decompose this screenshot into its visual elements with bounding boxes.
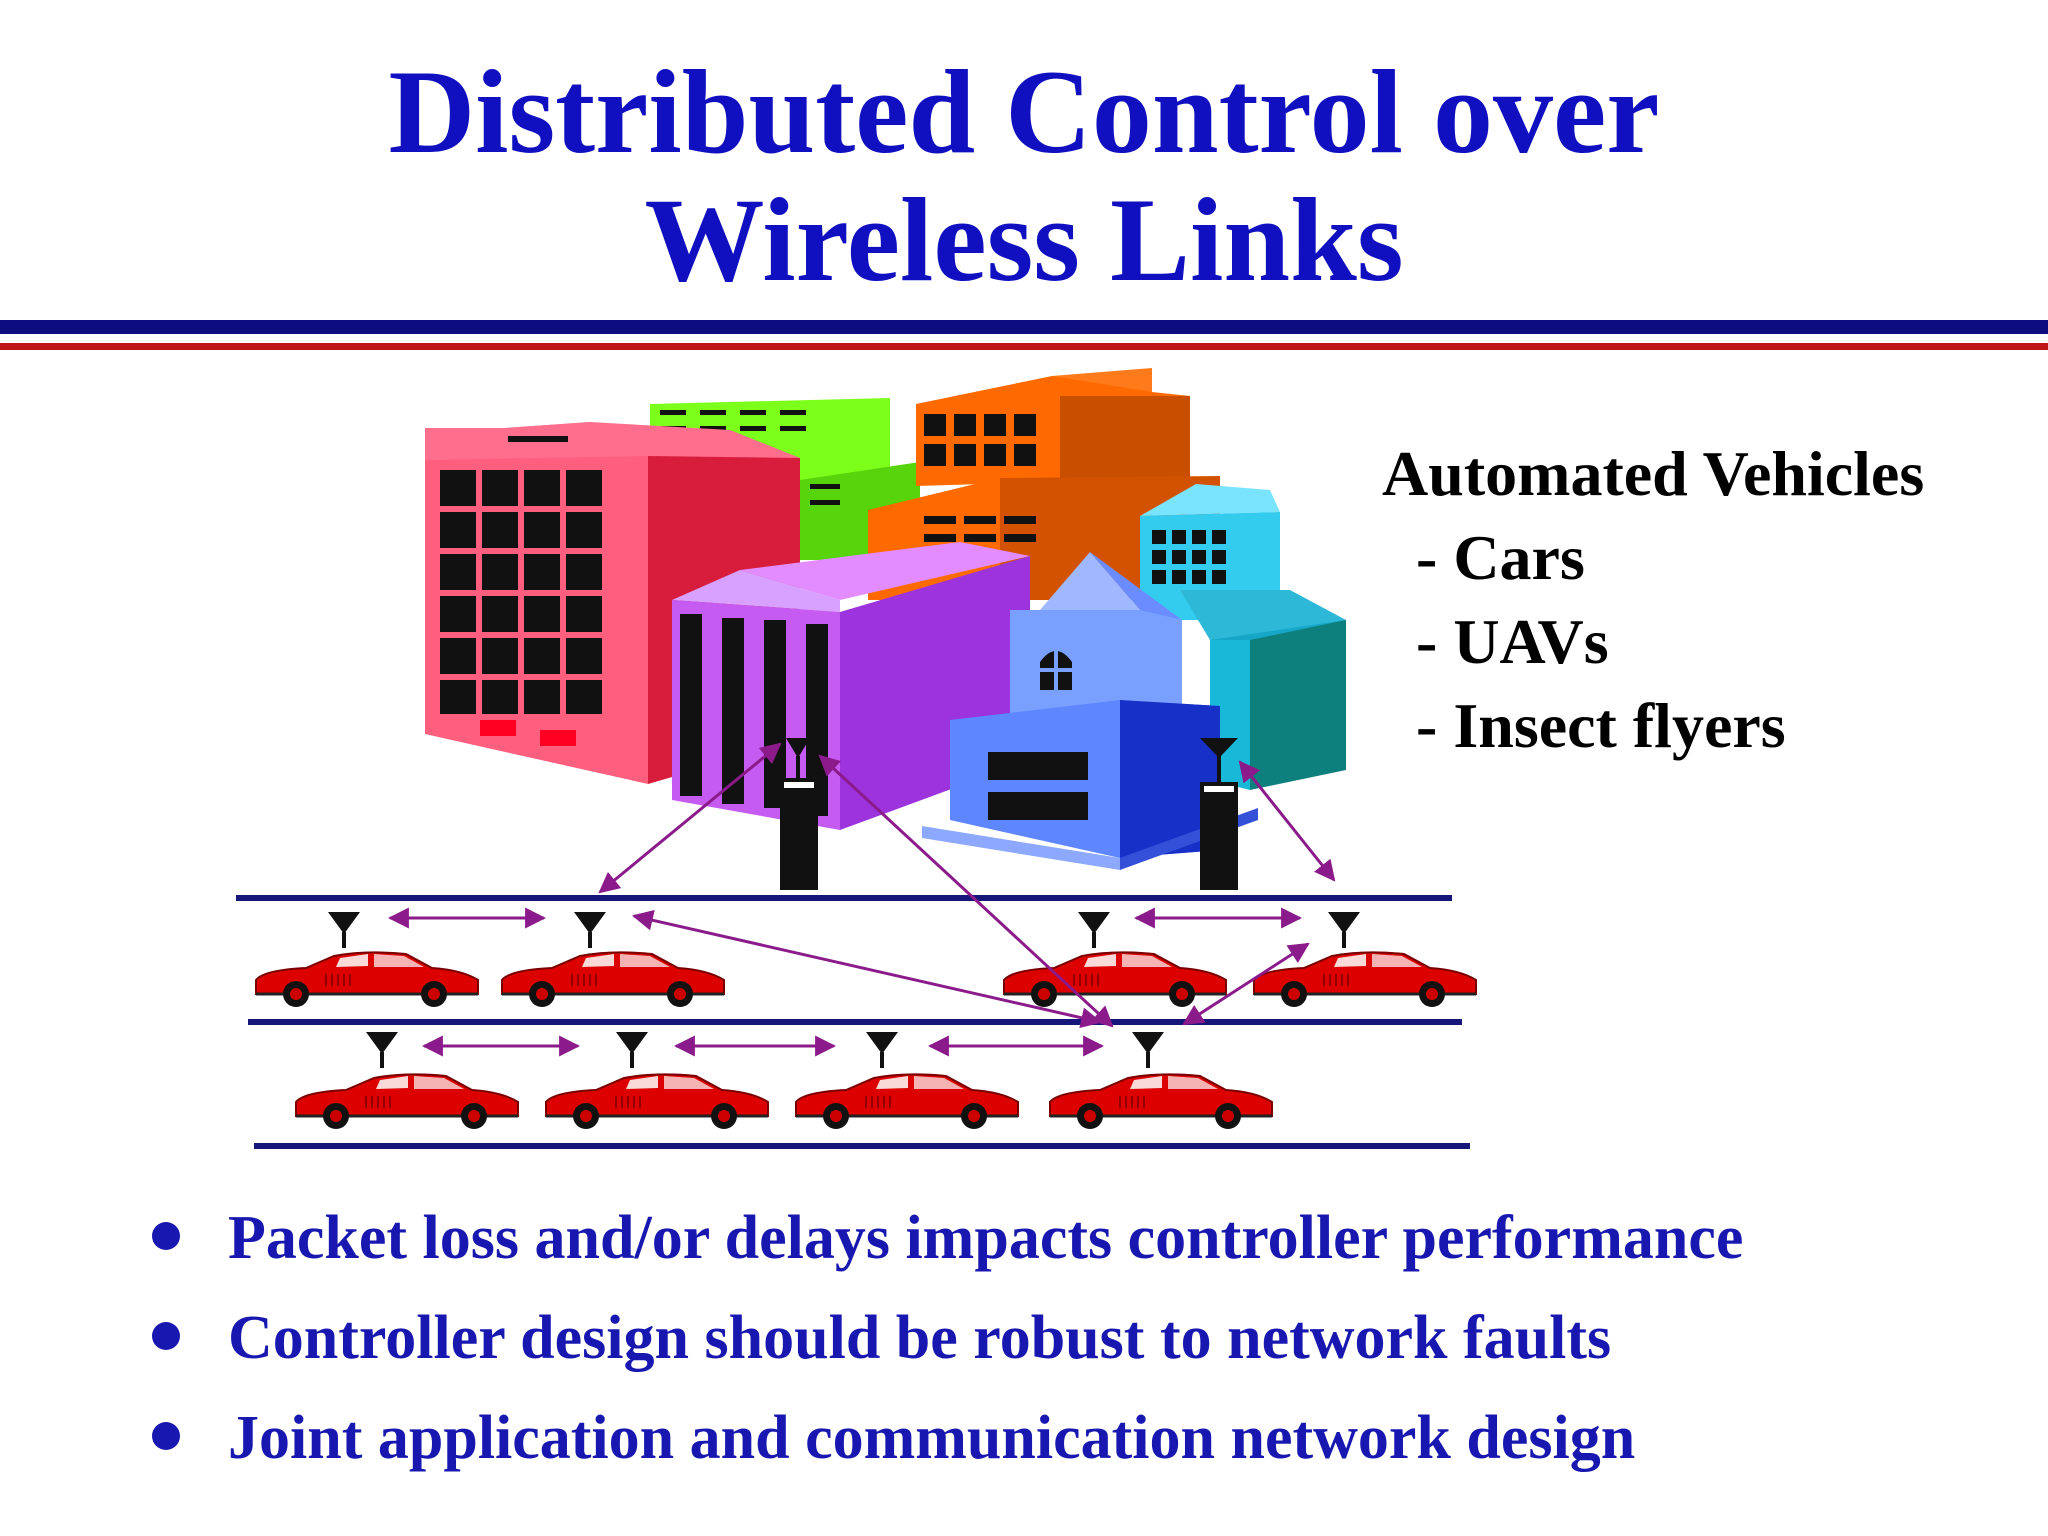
cyan-building [1140, 484, 1346, 790]
car-8-antenna [1132, 1032, 1164, 1068]
car-2 [500, 950, 726, 1009]
vehicle-type-insect-flyers: - Insect flyers [1416, 690, 1786, 761]
bullet-item: Packet loss and/or delays impacts contro… [140, 1196, 1743, 1296]
bullet-text: Joint application and communication netw… [228, 1404, 1636, 1472]
base-station-left [780, 738, 818, 890]
car-3 [1002, 950, 1228, 1009]
car-6-antenna [616, 1032, 648, 1068]
vehicle-types-heading: Automated Vehicles [1382, 438, 1925, 509]
car-3-antenna [1078, 912, 1110, 948]
car-5 [294, 1072, 520, 1131]
bullet-text: Packet loss and/or delays impacts contro… [228, 1204, 1744, 1272]
wireless-links [387, 742, 1336, 1057]
car-6 [544, 1072, 770, 1131]
car-7-antenna [866, 1032, 898, 1068]
car-8 [1048, 1072, 1274, 1131]
car-4-antenna [1328, 912, 1360, 948]
vehicle-types-list: Automated Vehicles - Cars - UAVs - Insec… [1382, 432, 1924, 768]
slide-title: Distributed Control over Wireless Links [0, 48, 2048, 304]
car-2-antenna [574, 912, 606, 948]
bullet-item: Controller design should be robust to ne… [140, 1296, 1743, 1396]
title-line-1: Distributed Control over [388, 45, 1660, 178]
car-1-antenna [328, 912, 360, 948]
bullet-dot [152, 1222, 180, 1250]
bullet-dot [152, 1422, 180, 1450]
car-5-antenna [366, 1032, 398, 1068]
vehicle-type-uavs: - UAVs [1416, 606, 1609, 677]
bullet-dot [152, 1322, 180, 1350]
title-rule-red [0, 343, 2048, 350]
car-4 [1252, 950, 1478, 1009]
car-row-top [254, 912, 1478, 1009]
title-rule-blue [0, 320, 2048, 334]
title-line-2: Wireless Links [644, 173, 1404, 306]
car-7 [794, 1072, 1020, 1131]
vehicle-type-cars: - Cars [1416, 522, 1585, 593]
bullet-item: Joint application and communication netw… [140, 1396, 1743, 1496]
car-1 [254, 950, 480, 1009]
wireless-vehicles-illustration [236, 368, 1478, 1149]
base-station-right [1200, 738, 1238, 890]
bullet-list: Packet loss and/or delays impacts contro… [140, 1196, 1743, 1496]
bullet-text: Controller design should be robust to ne… [228, 1304, 1612, 1372]
